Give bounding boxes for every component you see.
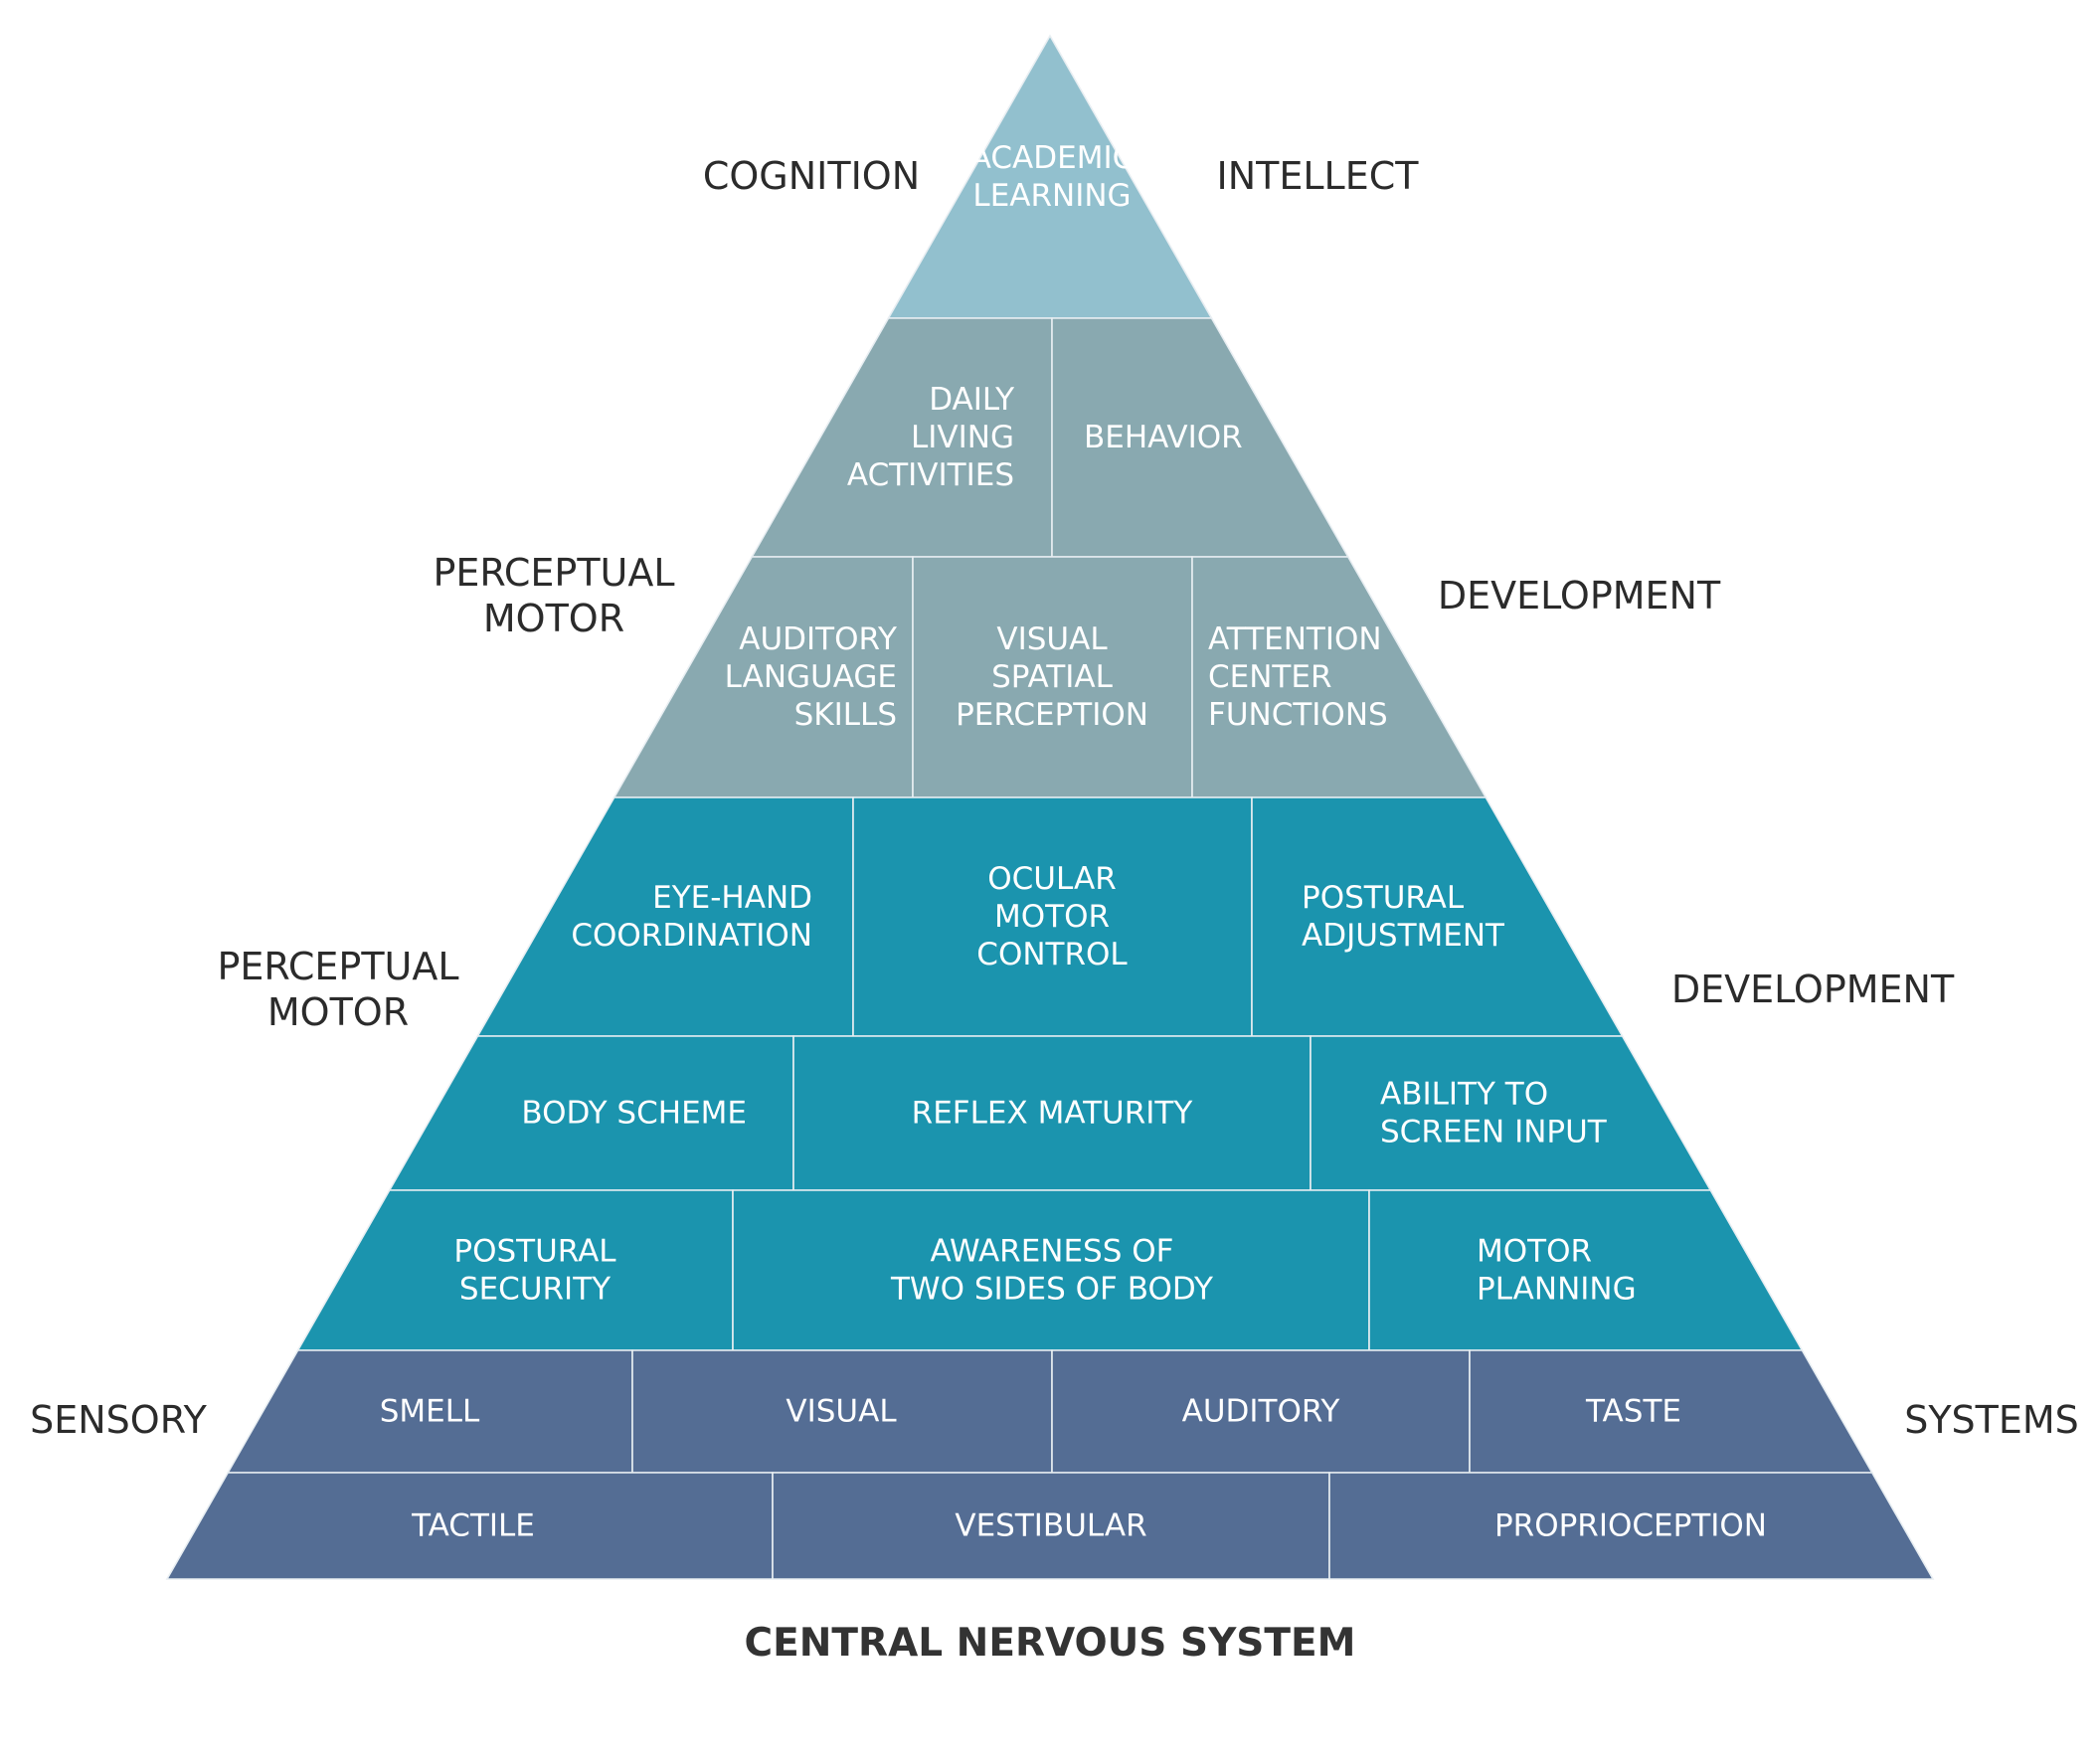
pyramid-cell-label: ATTENTION [1208,621,1382,657]
pyramid-cell-label: ACTIVITIES [847,457,1014,493]
pyramid-cell-label: BEHAVIOR [1084,420,1243,455]
pyramid-cell-label: AUDITORY [1182,1394,1340,1430]
pyramid-cell-label: AWARENESS OF [930,1234,1173,1270]
pyramid-cell-label: DAILY [929,382,1014,418]
pyramid-cell-label: MOTOR [1477,1234,1592,1270]
pyramid-cell-label: PLANNING [1477,1272,1637,1308]
side-label: MOTOR [483,597,624,640]
pyramid-row: SMELL VISUAL AUDITORY TASTE [226,1349,1874,1474]
pyramid-cell-label: COORDINATION [571,918,812,954]
pyramid-cell [1251,796,1624,1037]
pyramid-cell [1310,1035,1712,1191]
pyramid-cell-label: ABILITY TO [1380,1077,1548,1113]
pyramid-cell-label: CONTROL [976,937,1128,972]
side-label: INTELLECT [1217,154,1420,198]
pyramid-cell-label: PROPRIOCEPTION [1494,1508,1767,1544]
pyramid-cell [732,1189,1370,1351]
pyramid-cell-label: MOTOR [994,899,1110,935]
side-label: PERCEPTUAL [433,551,674,595]
pyramid-cell-label: PERCEPTION [956,697,1148,733]
pyramid-cell-label: ADJUSTMENT [1302,918,1505,954]
pyramid-cell-label: EYE-HAND [652,880,812,916]
pyramid-cell [1368,1189,1804,1351]
pyramid-cell-label: SCREEN INPUT [1380,1115,1608,1150]
pyramid-cell-label: TASTE [1585,1394,1681,1430]
central-nervous-system-label: CENTRAL NERVOUS SYSTEM [745,1621,1356,1666]
pyramid-cell-label: SPATIAL [991,659,1113,695]
pyramid-cell-label: SKILLS [794,697,897,733]
pyramid-cell [887,34,1213,319]
pyramid-cell-label: LANGUAGE [725,659,897,695]
pyramid-cell-label: ACADEMIC [970,140,1135,176]
pyramid-cell-label: LIVING [911,420,1014,455]
pyramid-cell-label: CENTER [1208,659,1331,695]
side-label: SYSTEMS [1904,1398,2079,1442]
pyramid-cell-label: REFLEX MATURITY [912,1096,1193,1132]
pyramid-row: BODY SCHEME REFLEX MATURITY ABILITY TOSCRE… [388,1035,1712,1191]
side-label: SENSORY [30,1398,208,1442]
pyramid-cell-label: AUDITORY [739,621,897,657]
pyramid-cell-label: FUNCTIONS [1208,697,1388,733]
pyramid-cell-label: VISUAL [786,1394,897,1430]
pyramid-cell [1328,1472,1935,1580]
side-label: MOTOR [267,990,409,1034]
pyramid-cell-label: BODY SCHEME [521,1096,747,1132]
side-label: COGNITION [703,154,920,198]
pyramid-cell-label: TACTILE [411,1508,535,1544]
pyramid-cell-label: OCULAR [987,861,1116,897]
pyramid-cell-label: LEARNING [972,178,1131,214]
pyramid-cell [296,1189,734,1351]
pyramid-cell [476,796,854,1037]
side-label: DEVELOPMENT [1438,574,1721,617]
pyramid-row: TACTILE VESTIBULAR PROPRIOCEPTION [165,1472,1935,1580]
pyramid-cell-label: SECURITY [459,1272,611,1308]
pyramid-cell-label: TWO SIDES OF BODY [890,1272,1213,1308]
pyramid-cell-label: VESTIBULAR [955,1508,1146,1544]
side-label: DEVELOPMENT [1671,968,1955,1011]
pyramid-cell-label: SMELL [380,1394,480,1430]
pyramid-cell-label: POSTURAL [453,1234,616,1270]
pyramid-cell-label: POSTURAL [1302,880,1465,916]
pyramid-cell-label: VISUAL [996,621,1108,657]
side-label: PERCEPTUAL [217,945,458,988]
